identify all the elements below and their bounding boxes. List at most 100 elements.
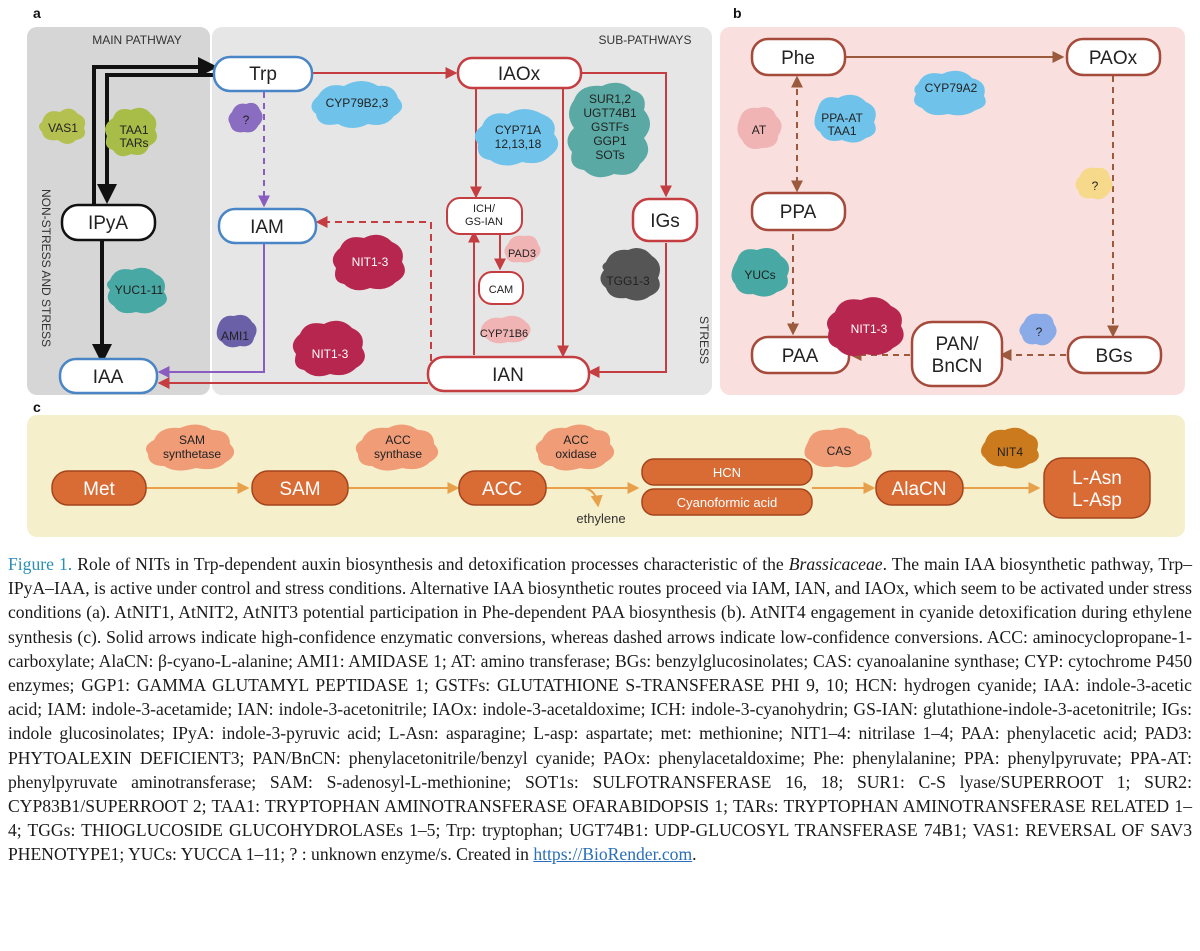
figure-caption: Figure 1. Role of NITs in Trp-dependent … bbox=[8, 552, 1192, 867]
node-acc bbox=[458, 470, 547, 506]
iaox-to-igs-arrow bbox=[582, 72, 672, 198]
enzyme-sur-line-2: UGT74B1 bbox=[583, 106, 637, 120]
node-cyanoformic-label: Cyanoformic acid bbox=[677, 495, 777, 510]
enzyme-nit1-3-a: NIT1-3 bbox=[332, 234, 405, 291]
panel-a: a MAIN PATHWAY SUB-PATHWAYS NON-STRESS A… bbox=[27, 5, 712, 395]
node-ich-line-1: ICH/ bbox=[473, 203, 496, 215]
node-ich-gs-ian bbox=[446, 197, 523, 235]
node-phe bbox=[750, 37, 847, 77]
enzyme-sur-line-4: GGP1 bbox=[593, 134, 627, 148]
node-trp-label: Trp bbox=[249, 64, 277, 85]
enzyme-cyp71b6-label: CYP71B6 bbox=[480, 328, 528, 340]
panel-a-label: a bbox=[33, 5, 41, 21]
enzyme-nit13a-label: NIT1-3 bbox=[352, 255, 389, 269]
enzyme-sur-line-5: SOTs bbox=[595, 148, 624, 162]
enzyme-yuc-label: YUC1-11 bbox=[115, 283, 164, 297]
caption-text-3: . bbox=[692, 844, 697, 865]
enzyme-pad3-label: PAD3 bbox=[508, 248, 536, 260]
node-bgs bbox=[1066, 335, 1163, 375]
node-pan-label: PAN/BnCN bbox=[932, 334, 983, 377]
enzyme-ppaat-line-1: PPA-AT bbox=[821, 111, 863, 125]
enzyme-at-label: AT bbox=[752, 123, 767, 137]
enzyme-samsyn-line-1: SAM bbox=[179, 433, 205, 447]
caption-figure-label: Figure 1. bbox=[8, 554, 73, 574]
enzyme-cyp79a2: CYP79A2 bbox=[914, 70, 986, 116]
node-acc-label: ACC bbox=[482, 479, 522, 500]
enzyme-cyp79b2-3: CYP79B2,3 bbox=[311, 81, 403, 128]
node-pan-line-1: PAN/ bbox=[936, 334, 980, 355]
enzyme-unknown-b1-label: ? bbox=[1092, 179, 1099, 193]
enzyme-nit4: NIT4 bbox=[981, 427, 1039, 469]
main-pathway-heading: MAIN PATHWAY bbox=[92, 33, 182, 47]
enzyme-unknown-b2-label: ? bbox=[1036, 325, 1043, 339]
node-ipya-label: IPyA bbox=[88, 213, 128, 234]
enzyme-cyp71a-line-1: CYP71A bbox=[495, 123, 541, 137]
igs-to-ian-arrow bbox=[587, 243, 667, 378]
node-lasn-line-2: L-Asp bbox=[1072, 490, 1122, 511]
caption-text-1: Role of NITs in Trp-dependent auxin bios… bbox=[72, 554, 789, 574]
enzyme-cyp79b-label: CYP79B2,3 bbox=[326, 96, 389, 110]
node-cam bbox=[478, 271, 524, 305]
enzyme-accox-line-1: ACC bbox=[563, 433, 589, 447]
node-iaa-label: IAA bbox=[93, 367, 124, 388]
node-lasn-line-1: L-Asn bbox=[1072, 468, 1122, 489]
enzyme-unknown-b1: ? bbox=[1075, 167, 1113, 200]
acc-to-ethylene-arrow bbox=[583, 487, 603, 508]
enzyme-taa1-line-2: TARs bbox=[119, 136, 148, 150]
enzyme-tgg-label: TGG1-3 bbox=[606, 274, 650, 288]
enzyme-nit1-3-b-panel: NIT1-3 bbox=[827, 297, 904, 356]
enzyme-cyp79a2-label: CYP79A2 bbox=[925, 81, 978, 95]
node-paox bbox=[1065, 37, 1162, 77]
node-cyanoformic-acid bbox=[641, 488, 813, 516]
node-trp bbox=[212, 55, 314, 93]
node-igs bbox=[631, 197, 699, 243]
node-met bbox=[51, 470, 147, 506]
enzyme-tgg1-3: TGG1-3 bbox=[600, 248, 660, 301]
node-iam bbox=[217, 207, 318, 245]
node-ian-label: IAN bbox=[492, 365, 524, 386]
enzyme-ami1-label: AMI1 bbox=[221, 329, 249, 343]
non-stress-label: NON-STRESS AND STRESS bbox=[39, 189, 53, 347]
enzyme-nit13b-label: NIT1-3 bbox=[312, 347, 349, 361]
node-igs-label: IGs bbox=[650, 211, 680, 232]
enzyme-ppaat-line-2: TAA1 bbox=[827, 124, 856, 138]
biorender-link[interactable]: https://BioRender.com bbox=[533, 844, 693, 865]
enzyme-sur-line-1: SUR1,2 bbox=[589, 92, 631, 106]
panel-b-label: b bbox=[733, 5, 742, 21]
trp-to-ipya-arrow bbox=[97, 73, 214, 204]
ethylene-label: ethylene bbox=[576, 511, 625, 526]
node-ich-label: ICH/GS-IAN bbox=[465, 203, 503, 228]
enzyme-samsyn-line-2: synthetase bbox=[163, 447, 221, 461]
figure-1: a MAIN PATHWAY SUB-PATHWAYS NON-STRESS A… bbox=[27, 5, 1185, 537]
enzyme-sur-line-3: GSTFs bbox=[591, 120, 629, 134]
ian-to-iam-dashed-arrow bbox=[315, 216, 432, 373]
enzyme-vas1: VAS1 bbox=[39, 108, 86, 144]
panel-c-label: c bbox=[33, 399, 41, 415]
enzyme-vas1-label: VAS1 bbox=[48, 121, 78, 135]
node-ian bbox=[426, 355, 591, 393]
enzyme-cyp71a-line-2: 12,13,18 bbox=[495, 137, 542, 151]
enzyme-accsyn-line-2: synthase bbox=[374, 447, 422, 461]
enzyme-nit1-3-b: NIT1-3 bbox=[292, 320, 365, 377]
node-pan-bncn bbox=[910, 320, 1004, 388]
node-phe-label: Phe bbox=[781, 48, 815, 69]
node-paa-label: PAA bbox=[782, 346, 819, 367]
enzyme-unknown-b2: ? bbox=[1019, 313, 1057, 346]
enzyme-cas: CAS bbox=[804, 427, 872, 468]
node-hcn bbox=[641, 458, 813, 486]
node-pan-line-2: BnCN bbox=[932, 356, 983, 377]
enzyme-yucs: YUCs bbox=[731, 248, 789, 297]
node-cam-label: CAM bbox=[489, 284, 513, 296]
node-sam bbox=[251, 470, 349, 506]
enzyme-cyp71b6: CYP71B6 bbox=[480, 315, 531, 344]
enzyme-accsyn-line-1: ACC bbox=[385, 433, 411, 447]
ipya-to-trp-arrow bbox=[92, 57, 218, 207]
